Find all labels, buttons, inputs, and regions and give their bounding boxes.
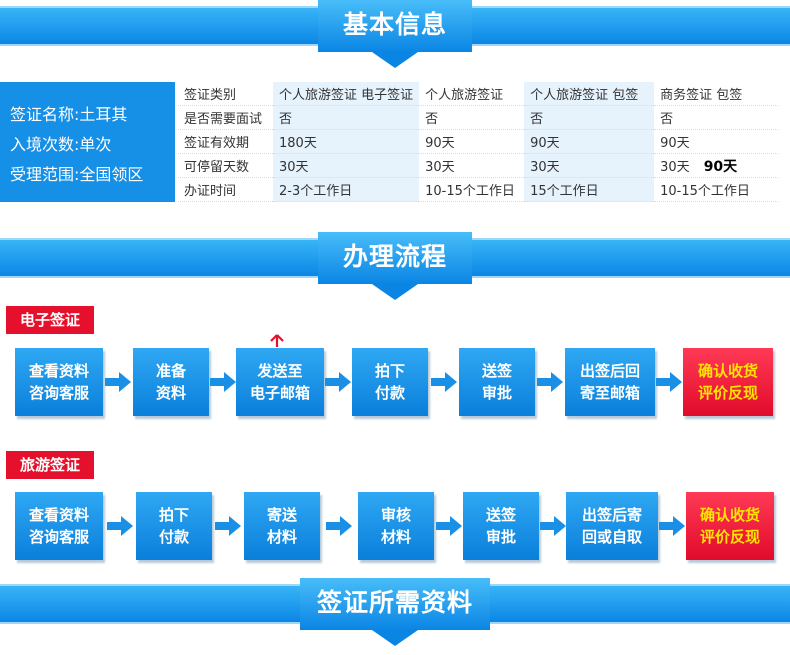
- process-step: 拍下付款: [136, 492, 212, 560]
- table-cell: 否: [273, 105, 420, 130]
- table-cell: 是否需要面试: [178, 105, 273, 130]
- arrow-right-icon: [656, 372, 682, 392]
- arrow-right-icon: [435, 516, 462, 536]
- process-step-text: 确认收货: [697, 362, 758, 380]
- service-scope: 受理范围:全国领区: [10, 165, 144, 184]
- process-step-text: 发送至: [257, 362, 303, 380]
- process-step-text: 准备: [155, 362, 186, 380]
- highlight-90-days: 90天: [703, 158, 738, 175]
- process-step-text: 拍下: [158, 506, 189, 524]
- process-step-text: 寄送: [266, 506, 297, 524]
- process-step: 审核材料: [358, 492, 434, 560]
- table-cell: 个人旅游签证 包签: [524, 82, 655, 106]
- table-cell: 否: [654, 105, 779, 130]
- table-row: 办证时间 2-3个工作日 10-15个工作日 15个工作日 10-15个工作日: [178, 177, 779, 202]
- table-cell: 90天: [419, 129, 525, 154]
- arrow-right-icon: [539, 516, 566, 536]
- arrow-right-icon: [106, 516, 133, 536]
- process-step-text: 回或自取: [581, 528, 642, 546]
- red-up-arrow-icon: [270, 334, 284, 347]
- process-step-text: 出签后回: [579, 362, 640, 380]
- process-step-text: 确认收货: [699, 506, 760, 524]
- process-step-text: 评价反现: [699, 528, 760, 546]
- visa-name: 签证名称:土耳其: [10, 105, 128, 124]
- process-step-text: 付款: [158, 528, 189, 546]
- evisa-label: 电子签证: [6, 306, 95, 334]
- process-step: 出签后回寄至邮箱: [565, 348, 655, 416]
- process-step-text: 材料: [380, 528, 411, 546]
- arrow-right-icon: [326, 516, 352, 536]
- table-cell: 办证时间: [178, 177, 273, 202]
- process-step-text: 咨询客服: [28, 384, 89, 402]
- process-step-text: 寄至邮箱: [579, 384, 640, 402]
- table-cell: 个人旅游签证 电子签证: [273, 82, 420, 106]
- process-step-text: 送签: [481, 362, 512, 380]
- process-step-text: 拍下: [374, 362, 405, 380]
- table-cell: 否: [419, 105, 525, 130]
- process-step-text: 电子邮箱: [249, 384, 310, 402]
- tourist-visa-label: 旅游签证: [6, 451, 95, 479]
- table-cell: 180天: [273, 129, 420, 154]
- arrow-right-icon: [105, 372, 131, 392]
- section-title-process: 办理流程: [318, 232, 472, 284]
- entry-count: 入境次数:单次: [10, 135, 112, 154]
- table-cell: 15个工作日: [524, 177, 655, 202]
- process-step-text: 审核: [380, 506, 411, 524]
- table-row: 签证有效期 180天 90天 90天 90天: [178, 129, 779, 154]
- process-step-text: 查看资料: [28, 506, 89, 524]
- process-step: 查看资料咨询客服: [15, 348, 103, 416]
- table-cell: 个人旅游签证: [419, 82, 525, 106]
- table-cell: 90天: [524, 129, 655, 154]
- arrow-right-icon: [537, 372, 563, 392]
- process-step-text: 付款: [374, 384, 405, 402]
- table-row: 是否需要面试 否 否 否 否: [178, 105, 779, 130]
- process-step: 准备资料: [133, 348, 209, 416]
- process-step: 查看资料咨询客服: [15, 492, 103, 560]
- table-cell: 商务签证 包签: [654, 82, 779, 106]
- section-title-basic-info: 基本信息: [318, 0, 472, 52]
- table-cell: 否: [524, 105, 655, 130]
- table-cell: 30天: [273, 153, 420, 178]
- arrow-right-icon: [209, 372, 236, 392]
- table-cell: 2-3个工作日: [273, 177, 420, 202]
- table-cell: 签证有效期: [178, 129, 273, 154]
- process-step-text: 评价反现: [697, 384, 758, 402]
- process-step: 拍下付款: [352, 348, 428, 416]
- visa-info-table: 签证类别 个人旅游签证 电子签证 个人旅游签证 个人旅游签证 包签 商务签证 包…: [178, 82, 779, 202]
- arrow-right-icon: [215, 516, 241, 536]
- process-step: 送签审批: [463, 492, 539, 560]
- process-step-text: 出签后寄: [581, 506, 642, 524]
- process-step-text: 材料: [266, 528, 297, 546]
- arrow-right-icon: [430, 372, 457, 392]
- table-cell: 可停留天数: [178, 153, 273, 178]
- visa-summary-box: 签证名称:土耳其 入境次数:单次 受理范围:全国领区: [0, 82, 175, 202]
- arrow-right-icon: [659, 516, 685, 536]
- process-step: 出签后寄回或自取: [566, 492, 658, 560]
- process-step-text: 审批: [485, 528, 516, 546]
- section-title-materials: 签证所需资料: [300, 578, 490, 630]
- table-cell: 30天: [419, 153, 525, 178]
- process-step: 发送至电子邮箱: [236, 348, 324, 416]
- table-row: 签证类别 个人旅游签证 电子签证 个人旅游签证 个人旅游签证 包签 商务签证 包…: [178, 82, 779, 106]
- process-step: 送签审批: [459, 348, 535, 416]
- arrow-right-icon: [325, 372, 351, 392]
- table-cell: 10-15个工作日: [419, 177, 525, 202]
- process-step-text: 资料: [155, 384, 186, 402]
- process-step-text: 咨询客服: [28, 528, 89, 546]
- process-step: 确认收货评价反现: [686, 492, 774, 560]
- table-cell: 签证类别: [178, 82, 273, 106]
- process-step: 寄送材料: [244, 492, 320, 560]
- table-cell: 30天: [524, 153, 655, 178]
- process-step-text: 送签: [485, 506, 516, 524]
- table-cell: 90天: [654, 129, 779, 154]
- process-step: 确认收货评价反现: [683, 348, 773, 416]
- process-step-text: 审批: [481, 384, 512, 402]
- table-cell: 10-15个工作日: [654, 177, 779, 202]
- process-step-text: 查看资料: [28, 362, 89, 380]
